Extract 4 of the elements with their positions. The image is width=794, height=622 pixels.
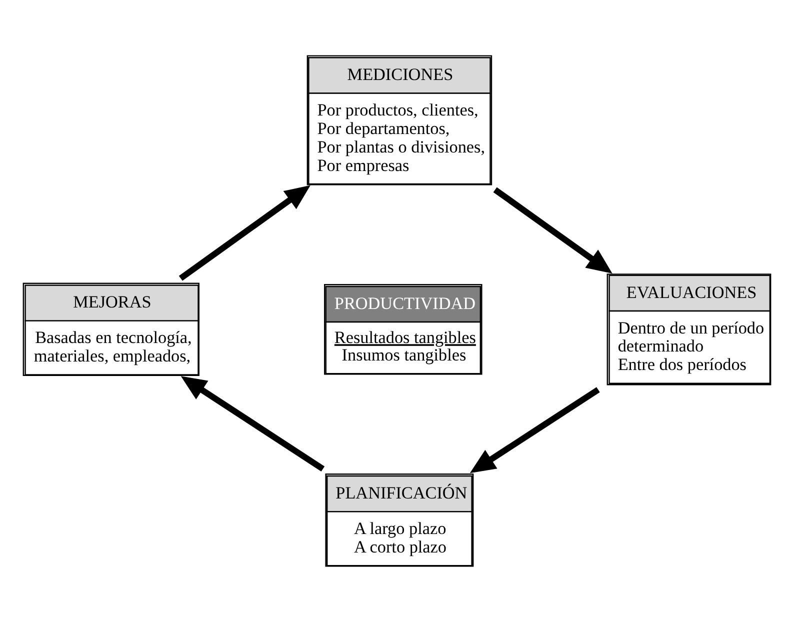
arrow: [180, 376, 325, 472]
arrow: [470, 387, 600, 474]
arrow: [178, 185, 310, 281]
arrow: [493, 187, 612, 274]
